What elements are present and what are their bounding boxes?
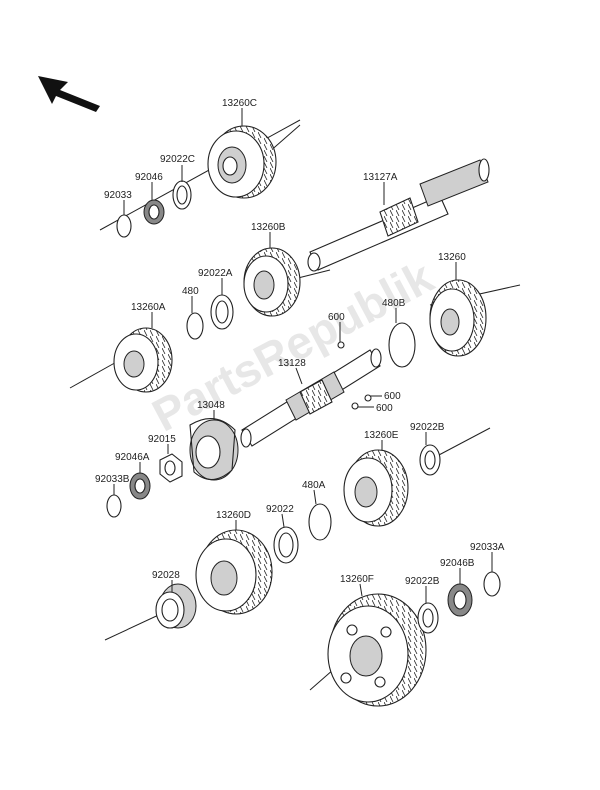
label-600-lower: 600 — [376, 403, 393, 414]
gear-13260a[interactable] — [113, 327, 173, 393]
label-92022b-lower: 92022B — [405, 576, 440, 587]
front-arrow-icon — [38, 76, 100, 112]
washer-92022b-upper[interactable] — [419, 444, 441, 476]
label-13260d: 13260D — [216, 510, 251, 521]
label-92022: 92022 — [266, 504, 294, 515]
circlip-92033a[interactable] — [483, 571, 501, 597]
gear-13260e[interactable] — [343, 449, 409, 527]
label-480: 480 — [182, 286, 199, 297]
gear-13260b[interactable] — [243, 247, 301, 317]
washer-92022b-lower[interactable] — [417, 602, 439, 634]
label-600-mid: 600 — [384, 391, 401, 402]
label-13260f: 13260F — [340, 574, 374, 585]
bearing-92046a[interactable] — [129, 472, 151, 500]
lower-left-axis-line — [104, 611, 166, 641]
part-13048[interactable] — [189, 418, 239, 481]
circlip-480a[interactable] — [308, 503, 332, 541]
label-600-upper: 600 — [328, 312, 345, 323]
washer-92022a[interactable] — [210, 294, 234, 330]
shaft-13127a[interactable] — [307, 158, 490, 272]
nut-92015[interactable] — [159, 453, 183, 483]
circlip-92033b[interactable] — [106, 494, 122, 518]
gear-13260a-axis-line — [69, 359, 121, 389]
label-13127a: 13127A — [363, 172, 398, 183]
label-92033b: 92033B — [95, 474, 130, 485]
circlip-480b[interactable] — [388, 322, 416, 368]
label-13128: 13128 — [278, 358, 306, 369]
label-13260e: 13260E — [364, 430, 399, 441]
washer-92022c[interactable] — [172, 180, 192, 210]
label-92022c: 92022C — [160, 154, 195, 165]
label-92022b-upper: 92022B — [410, 422, 445, 433]
label-92046a: 92046A — [115, 452, 150, 463]
label-92046b: 92046B — [440, 558, 475, 569]
label-92028: 92028 — [152, 570, 180, 581]
bushing-92028[interactable] — [155, 583, 197, 629]
part-labels: 13260C 92022C 92046 92033 13127A 13260B … — [95, 98, 505, 587]
label-92033a: 92033A — [470, 542, 505, 553]
label-480b: 480B — [382, 298, 406, 309]
ball-600-upper[interactable] — [337, 341, 345, 349]
ball-600-lower[interactable] — [351, 402, 359, 410]
label-13260b: 13260B — [251, 222, 286, 233]
bearing-92046b[interactable] — [447, 583, 473, 617]
label-13260: 13260 — [438, 252, 466, 263]
gear-13260f[interactable] — [327, 593, 427, 707]
label-13048: 13048 — [197, 400, 225, 411]
circlip-480[interactable] — [186, 312, 204, 340]
leader-lines — [113, 108, 493, 603]
gear-13260c[interactable] — [207, 125, 277, 199]
label-92022a: 92022A — [198, 268, 233, 279]
bearing-92046[interactable] — [143, 199, 165, 225]
gear-13260d[interactable] — [195, 529, 273, 615]
ball-600-mid[interactable] — [364, 394, 372, 402]
washer-92022[interactable] — [273, 526, 299, 564]
circlip-92033[interactable] — [116, 214, 132, 238]
label-13260c: 13260C — [222, 98, 257, 109]
label-480a: 480A — [302, 480, 326, 491]
label-92033: 92033 — [104, 190, 132, 201]
label-92015: 92015 — [148, 434, 176, 445]
label-13260a: 13260A — [131, 302, 166, 313]
shaft-13128[interactable] — [240, 348, 382, 448]
label-92046: 92046 — [135, 172, 163, 183]
gear-13260[interactable] — [429, 279, 487, 357]
